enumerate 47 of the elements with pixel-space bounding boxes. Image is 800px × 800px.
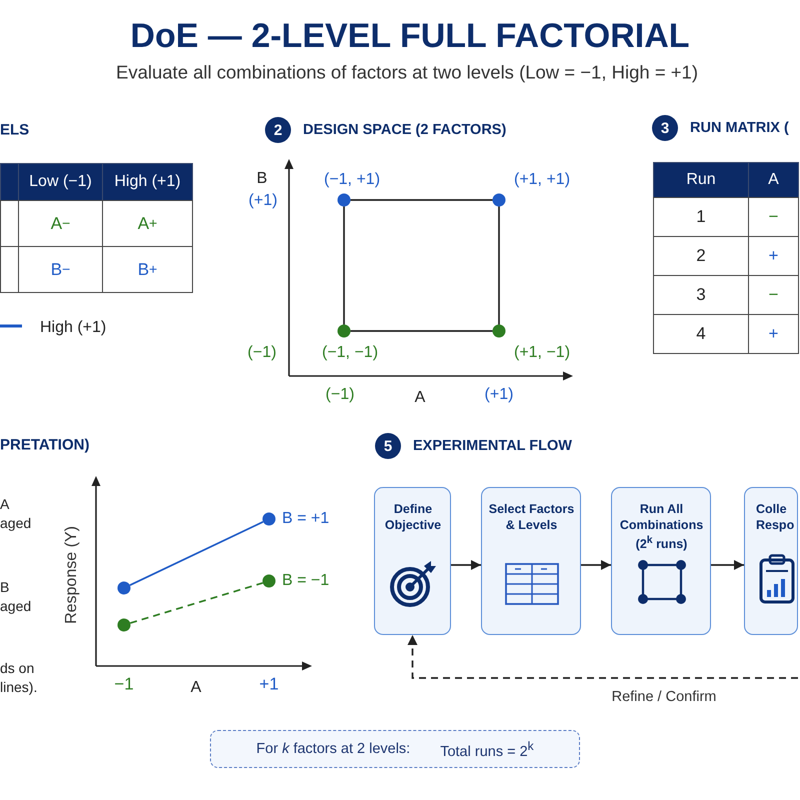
subtitle: Evaluate all combinations of factors at two levels (Low = −1, High = +1) bbox=[116, 60, 698, 84]
page-title: DoE — 2-LEVEL FULL FACTORIAL bbox=[130, 16, 690, 57]
section-heading: DESIGN SPACE (2 FACTORS) bbox=[303, 120, 506, 140]
number-badge: 5 bbox=[375, 433, 401, 459]
table-cell: 4 bbox=[653, 314, 749, 354]
formula-box bbox=[210, 730, 580, 768]
arrow bbox=[711, 560, 744, 570]
step-label: Select Factors & Levels bbox=[488, 501, 576, 534]
arrow bbox=[581, 560, 611, 570]
step-label: Colle Respo bbox=[756, 501, 794, 534]
process-box bbox=[611, 487, 711, 635]
tick-label: (+1) bbox=[484, 385, 514, 405]
tick-label: (−1) bbox=[326, 385, 354, 405]
tick-label: −1 bbox=[114, 673, 134, 695]
body-text: A aged bbox=[0, 495, 32, 533]
axis-title: A bbox=[414, 388, 426, 408]
body-text: B aged bbox=[0, 578, 32, 616]
tick-label: +1 bbox=[259, 673, 279, 695]
header-cell: A bbox=[748, 162, 799, 198]
process-box bbox=[744, 487, 798, 635]
feedback-arrow bbox=[408, 635, 798, 679]
arrow bbox=[451, 560, 481, 570]
section-heading: ELS bbox=[0, 122, 30, 140]
table-cell: + bbox=[748, 314, 799, 354]
formula-text: For k factors at 2 levels: bbox=[256, 741, 410, 757]
table-cell: 1 bbox=[653, 197, 749, 237]
tick-label: (+1) bbox=[248, 191, 278, 211]
body-text: ds on lines). bbox=[0, 659, 38, 697]
section-heading: PRETATION) bbox=[0, 436, 90, 456]
tick-label: (−1) bbox=[248, 343, 276, 363]
section-heading: RUN MATRIX ( bbox=[690, 118, 789, 138]
process-box bbox=[374, 487, 451, 635]
number-badge: 3 bbox=[652, 115, 678, 141]
axis-title: B bbox=[256, 169, 268, 189]
header-cell: Run bbox=[653, 162, 749, 198]
process-box bbox=[481, 487, 581, 635]
header-cell: High (+1) bbox=[102, 163, 193, 201]
legend-label: High (+1) bbox=[40, 318, 106, 338]
axis-title: Response (Y) bbox=[62, 526, 81, 624]
number-badge: 2 bbox=[265, 117, 291, 143]
formula-text: Total runs = 2$^{k}$ bbox=[440, 738, 534, 760]
step-label: Define Objective bbox=[384, 501, 442, 534]
section-heading: EXPERIMENTAL FLOW bbox=[413, 436, 572, 456]
table-cell: − bbox=[748, 197, 799, 237]
header-cell: Low (−1) bbox=[18, 163, 103, 201]
step-label: Run All Combinations (2$^{k}$ runs) bbox=[618, 501, 704, 552]
axis-title: A bbox=[190, 678, 202, 698]
